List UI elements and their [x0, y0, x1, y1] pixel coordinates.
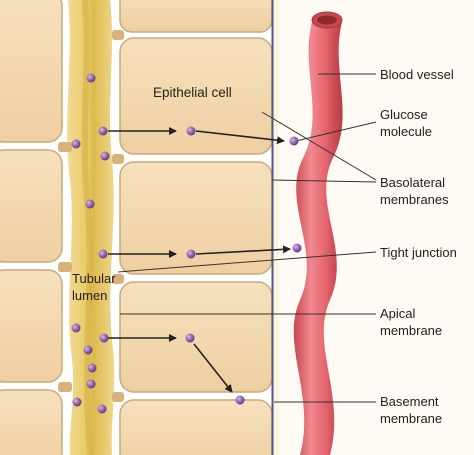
glucose-molecule [292, 243, 302, 253]
glucose-molecule [186, 126, 196, 136]
glucose-molecule [235, 395, 245, 405]
left-epithelial-cell [0, 0, 63, 143]
vessel-body [293, 22, 343, 455]
junction-knot [58, 382, 72, 392]
leader-lines [117, 73, 377, 403]
glucose-molecule [99, 333, 109, 343]
transport-arrows [108, 127, 291, 393]
blood-vessel [293, 11, 343, 455]
right-epithelial-cell [119, 281, 273, 393]
glucose-molecule [97, 404, 107, 414]
arrow-cell-to-interstitium [193, 343, 233, 393]
glucose-label-line1: Glucose [380, 107, 428, 122]
glucose-molecule [72, 397, 82, 407]
glucose-label-line2: molecule [380, 124, 432, 139]
basement-label-line1: Basement [380, 394, 439, 409]
basement-label-line2: membrane [380, 411, 442, 426]
vessel-lumen [317, 15, 337, 25]
glucose-molecule [71, 323, 81, 333]
apical-label-line2: membrane [380, 323, 442, 338]
leader-basolateral [261, 111, 377, 181]
glucose-molecules [71, 73, 302, 414]
glucose-molecule [100, 151, 110, 161]
glucose-molecule [98, 249, 108, 259]
epithelial-cell-label: Epithelial cell [153, 85, 232, 100]
tight-junctions [58, 30, 124, 402]
left-epithelial-cell [0, 149, 63, 263]
left-epithelial-cell [0, 269, 63, 383]
glucose-molecule [71, 139, 81, 149]
right-cell-column [119, 0, 273, 455]
basolateral-label-line2: membranes [380, 192, 449, 207]
left-epithelial-cell [0, 389, 63, 455]
right-epithelial-cell [119, 0, 273, 33]
glucose-molecule [98, 126, 108, 136]
tight-junction-label: Tight junction [380, 245, 457, 260]
glucose-molecule [86, 73, 96, 83]
junction-knot [58, 142, 72, 152]
right-epithelial-cell [119, 161, 273, 275]
lumen-core [81, 0, 93, 455]
leader-tight-junction [117, 251, 377, 273]
apical-label-line1: Apical [380, 306, 416, 321]
junction-knot [112, 392, 124, 402]
blood-vessel-label: Blood vessel [380, 67, 454, 82]
leader-basolateral-2 [271, 179, 377, 183]
arrow-cell-to-vessel [195, 130, 285, 145]
glucose-molecule [87, 363, 97, 373]
glucose-molecule [86, 379, 96, 389]
glucose-molecule [83, 345, 93, 355]
glucose-molecule [186, 249, 196, 259]
glucose-molecule [85, 199, 95, 209]
left-cell-column [0, 0, 63, 455]
junction-knot [112, 274, 124, 284]
tubular-lumen-label-line1: Tubular [72, 271, 116, 286]
leader-glucose [295, 121, 377, 142]
glucose-molecule [289, 136, 299, 146]
junction-knot [112, 30, 124, 40]
arrow-cell-to-vessel [195, 245, 291, 255]
tubular-lumen-label-line2: lumen [72, 288, 107, 303]
junction-knot [58, 262, 72, 272]
basolateral-label-line1: Basolateral [380, 175, 445, 190]
glucose-molecule [185, 333, 195, 343]
junction-knot [112, 154, 124, 164]
right-epithelial-cell [119, 399, 273, 455]
